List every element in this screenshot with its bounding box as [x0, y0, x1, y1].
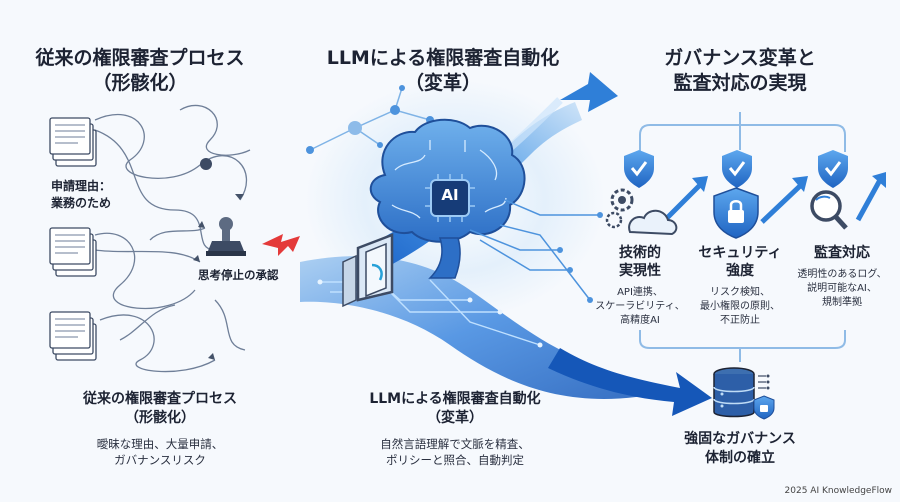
pillar-bracket-bottom [639, 330, 846, 362]
process-node [200, 158, 212, 170]
left-title: 従来の権限審査プロセス （形骸化） [35, 47, 245, 94]
right-title: ガバナンス変革と 監査対応の実現 [664, 47, 816, 94]
pillar-audit-compliance: 監査対応 透明性のあるログ、 説明可能なAI、 規制準拠 [797, 245, 887, 308]
ai-brain-icon [369, 118, 526, 279]
circuit-nodes-lower [317, 279, 543, 348]
result-governance-title: 強固なガバナンス 体制の確立 [684, 431, 796, 466]
network-nodes [306, 85, 434, 154]
flow-arrow-lower [548, 348, 712, 416]
rising-arrow-icon [658, 172, 886, 227]
document-stack-icon [49, 117, 97, 167]
pillar-bracket-top [639, 112, 846, 152]
ai-chip-label: AI [441, 186, 459, 204]
request-reason-label: 申請理由： 業務のため [51, 179, 112, 210]
pillar-security-strength: セキュリティ 強度 リスク検知、 最小権限の原則、 不正防止 [698, 245, 782, 326]
circuit-lines-center [469, 199, 600, 301]
footer-credit: 2025 AI KnowledgeFlow [784, 486, 892, 496]
middle-bottom-title: LLMによる権限審査自動化 （変革） [369, 391, 541, 426]
lock-shield-icon [713, 187, 759, 239]
check-shield-icon [818, 150, 848, 188]
circuit-nodes-center [557, 212, 603, 303]
database-shield-icon [713, 367, 775, 420]
document-stack-icon [49, 311, 97, 361]
check-shield-icon [624, 150, 654, 188]
gate-icon [342, 233, 394, 308]
check-shield-icon [722, 150, 752, 188]
flow-arrow-upper [560, 72, 618, 112]
magnifier-icon [810, 190, 848, 230]
document-stack-icon [49, 227, 97, 277]
middle-bottom-desc: 自然言語理解で文脈を精査、 ポリシーと照合、自動判定 [380, 437, 530, 467]
stamp-icon [206, 217, 246, 256]
lightning-icon [262, 234, 300, 256]
tangled-process-lines [94, 104, 251, 373]
pillar-technical-feasibility: 技術的 実現性 API連携、 スケーラビリティ、 高精度AI [595, 245, 685, 326]
left-bottom-title: 従来の権限審査プロセス （形骸化） [83, 391, 237, 426]
gear-cloud-icon [605, 188, 678, 236]
middle-title: LLMによる権限審査自動化 （変革） [326, 47, 560, 94]
stamp-label: 思考停止の承認 [198, 268, 279, 282]
left-bottom-desc: 曖昧な理由、大量申請、 ガバナンスリスク [96, 437, 224, 467]
